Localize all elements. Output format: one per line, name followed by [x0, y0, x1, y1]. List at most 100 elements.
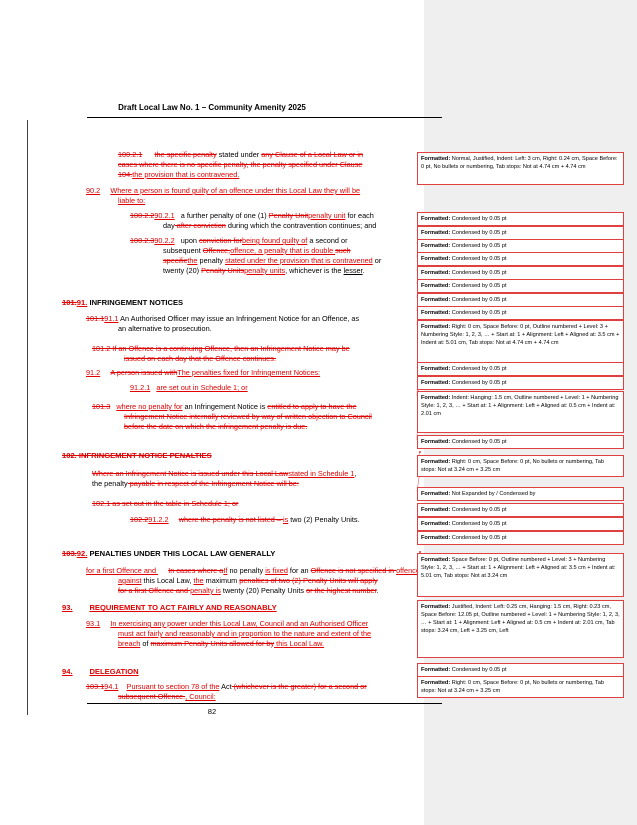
comment-head: Formatted:	[421, 557, 451, 563]
paragraph-90-2-2-line3: specificthe penalty stated under the pro…	[163, 256, 382, 265]
comment-head: Formatted:	[421, 604, 451, 610]
comment-text: Space Before: 0 pt, Outline numbered + L…	[421, 557, 616, 579]
heading-93: 93. REQUIREMENT TO ACT FAIRLY AND REASON…	[62, 603, 277, 612]
comment-balloon[interactable]: Formatted: Condensed by 0.05 pt	[417, 435, 624, 449]
comment-head: Formatted:	[421, 380, 451, 386]
paragraph-90-2-1: 100.2.290.2.1 a further penalty of one (…	[130, 211, 374, 220]
comment-balloon[interactable]: Formatted: Not Expanded by / Condensed b…	[417, 487, 624, 501]
paragraph-90-2-2-line2: subsequent Offence,offence, a penalty th…	[163, 246, 351, 255]
comment-head: Formatted:	[421, 491, 451, 497]
comment-head: Formatted:	[421, 324, 451, 330]
comment-balloon[interactable]: Formatted: Normal, Justified, Indent: Le…	[417, 152, 624, 185]
comment-text: Condensed by 0.05 pt	[450, 507, 507, 513]
comment-balloon[interactable]: Formatted: Condensed by 0.05 pt	[417, 266, 624, 280]
header-rule	[87, 117, 442, 118]
heading-92: 103.92. PENALTIES UNDER THIS LOCAL LAW G…	[62, 549, 276, 558]
comment-head: Formatted:	[421, 216, 451, 222]
comment-head: Formatted:	[421, 230, 451, 236]
comment-head: Formatted:	[421, 667, 451, 673]
paragraph-101-2-line2: issued on each day that the Offence cont…	[124, 354, 276, 363]
paragraph-91-2-1: 91.2.1 are set out in Schedule 1; or	[130, 383, 248, 392]
comment-balloon[interactable]: Formatted: Condensed by 0.05 pt	[417, 503, 624, 517]
comment-text: Condensed by 0.05 pt	[450, 283, 507, 289]
paragraph-91-2-2: 102.291.2.2 where the penalty is not lis…	[130, 515, 360, 524]
comment-balloon[interactable]: Formatted: Condensed by 0.05 pt	[417, 663, 624, 677]
paragraph-100-2-1: 100.2.1 the specific penalty stated unde…	[118, 150, 364, 159]
comment-head: Formatted:	[421, 439, 451, 445]
comment-text: Condensed by 0.05 pt	[450, 230, 507, 236]
comment-balloon[interactable]: Formatted: Condensed by 0.05 pt	[417, 226, 624, 240]
paragraph-102-1: 102.1 as set out in the table in Schedul…	[92, 499, 239, 508]
comment-text: Not Expanded by / Condensed by	[450, 491, 536, 497]
paragraph-93-1-line2: must act fairly and reasonably and in pr…	[118, 629, 372, 638]
comment-text: Condensed by 0.05 pt	[450, 521, 507, 527]
heading-91: 101.91. INFRINGEMENT NOTICES	[62, 298, 184, 307]
comment-text: Condensed by 0.05 pt	[450, 667, 507, 673]
comment-head: Formatted:	[421, 256, 451, 262]
comment-balloon[interactable]: Formatted: Right: 0 cm, Space Before: 0 …	[417, 676, 624, 698]
comment-text: Condensed by 0.05 pt	[450, 297, 507, 303]
comment-balloon[interactable]: Formatted: Condensed by 0.05 pt	[417, 279, 624, 293]
comment-balloon[interactable]: Formatted: Condensed by 0.05 pt	[417, 306, 624, 320]
comment-balloon[interactable]: Formatted: Space Before: 0 pt, Outline n…	[417, 553, 624, 597]
comment-text: Indent: Hanging: 1.5 cm, Outline numbere…	[421, 395, 619, 417]
paragraph-101-3-line3: before the date on which the infringemen…	[124, 422, 308, 431]
paragraph-93-1: 93.1 In exercising any power under this …	[86, 619, 369, 628]
comment-balloon[interactable]: Formatted: Condensed by 0.05 pt	[417, 212, 624, 226]
comment-balloon[interactable]: Formatted: Condensed by 0.05 pt	[417, 531, 624, 545]
comment-text: Condensed by 0.05 pt	[450, 256, 507, 262]
comment-head: Formatted:	[421, 521, 451, 527]
comment-text: Right: 0 cm, Space Before: 0 pt, No bull…	[421, 680, 605, 694]
comment-balloon[interactable]: Formatted: Justified, Indent: Left: 0.25…	[417, 600, 624, 658]
comment-text: Condensed by 0.05 pt	[450, 366, 507, 372]
comment-head: Formatted:	[421, 270, 451, 276]
comment-head: Formatted:	[421, 459, 451, 465]
paragraph-101-3: 101.3 where no penalty for an Infringeme…	[92, 402, 357, 411]
heading-94: 94. DELEGATION	[62, 667, 139, 676]
paragraph-102-intro: Where an Infringement Notice is issued u…	[92, 469, 357, 478]
page-header: Draft Local Law No. 1 – Community Amenit…	[118, 103, 306, 112]
comment-balloon[interactable]: Formatted: Condensed by 0.05 pt	[417, 252, 624, 266]
paragraph-101-2: 101.2 If an Offence is a continuing Offe…	[92, 344, 350, 353]
comment-balloon[interactable]: Formatted: Indent: Hanging: 1.5 cm, Outl…	[417, 391, 624, 433]
comment-text: Normal, Justified, Indent: Left: 3 cm, R…	[421, 156, 618, 170]
paragraph-92-1: for a first Offence and In cases where a…	[86, 566, 420, 575]
paragraph-92-1-line2: against this Local Law, the maximum pena…	[118, 576, 378, 585]
paragraph-93-1-line3: breach of maximum Penalty Units allowed …	[118, 639, 325, 648]
comment-head: Formatted:	[421, 366, 451, 372]
comment-head: Formatted:	[421, 535, 451, 541]
footer-rule	[87, 703, 442, 704]
comment-head: Formatted:	[421, 297, 451, 303]
comment-balloon[interactable]: Formatted: Right: 0 cm, Space Before: 0 …	[417, 455, 624, 477]
paragraph-94-1-line2: subsequent Offence., Council:	[118, 692, 216, 701]
comment-head: Formatted:	[421, 680, 451, 686]
comment-text: Condensed by 0.05 pt	[450, 535, 507, 541]
comment-head: Formatted:	[421, 156, 451, 162]
comment-balloon[interactable]: Formatted: Condensed by 0.05 pt	[417, 517, 624, 531]
comment-balloon[interactable]: Formatted: Condensed by 0.05 pt	[417, 293, 624, 307]
page-number: 82	[207, 707, 217, 716]
comment-balloon[interactable]: Formatted: Condensed by 0.05 pt	[417, 376, 624, 390]
comment-text: Condensed by 0.05 pt	[450, 310, 507, 316]
comment-balloon[interactable]: Formatted: Condensed by 0.05 pt	[417, 239, 624, 253]
comment-text: Condensed by 0.05 pt	[450, 270, 507, 276]
paragraph-91-2: 91.2 A person issued withThe penalties f…	[86, 368, 321, 377]
comment-head: Formatted:	[421, 395, 451, 401]
comment-head: Formatted:	[421, 507, 451, 513]
paragraph-94-1: 103.194.1 Pursuant to section 78 of the …	[86, 682, 367, 691]
comment-head: Formatted:	[421, 283, 451, 289]
paragraph-100-2-1-line2: cases where there is no specific penalty…	[118, 160, 363, 169]
comment-text: Justified, Indent: Left: 0.25 cm, Hangin…	[421, 604, 620, 634]
comment-head: Formatted:	[421, 243, 451, 249]
comment-text: Condensed by 0.05 pt	[450, 243, 507, 249]
comment-balloon[interactable]: Formatted: Condensed by 0.05 pt	[417, 362, 624, 376]
paragraph-90-2: 90.2 Where a person is found guilty of a…	[86, 186, 361, 195]
heading-102: 102. INFRINGEMENT NOTICE PENALTIES	[62, 451, 212, 460]
comment-text: Right: 0 cm, Space Before: 0 pt, No bull…	[421, 459, 605, 473]
paragraph-90-2-2: 100.2.390.2.2 upon conviction forbeing f…	[130, 236, 348, 245]
paragraph-90-2-line2: liable to:	[118, 196, 146, 205]
change-bar	[27, 120, 28, 715]
paragraph-90-2-1-line2: day after conviction during which the co…	[163, 221, 377, 230]
comment-text: Condensed by 0.05 pt	[450, 380, 507, 386]
paragraph-101-3-line2: Infringement Notice internally reviewed …	[124, 412, 372, 421]
